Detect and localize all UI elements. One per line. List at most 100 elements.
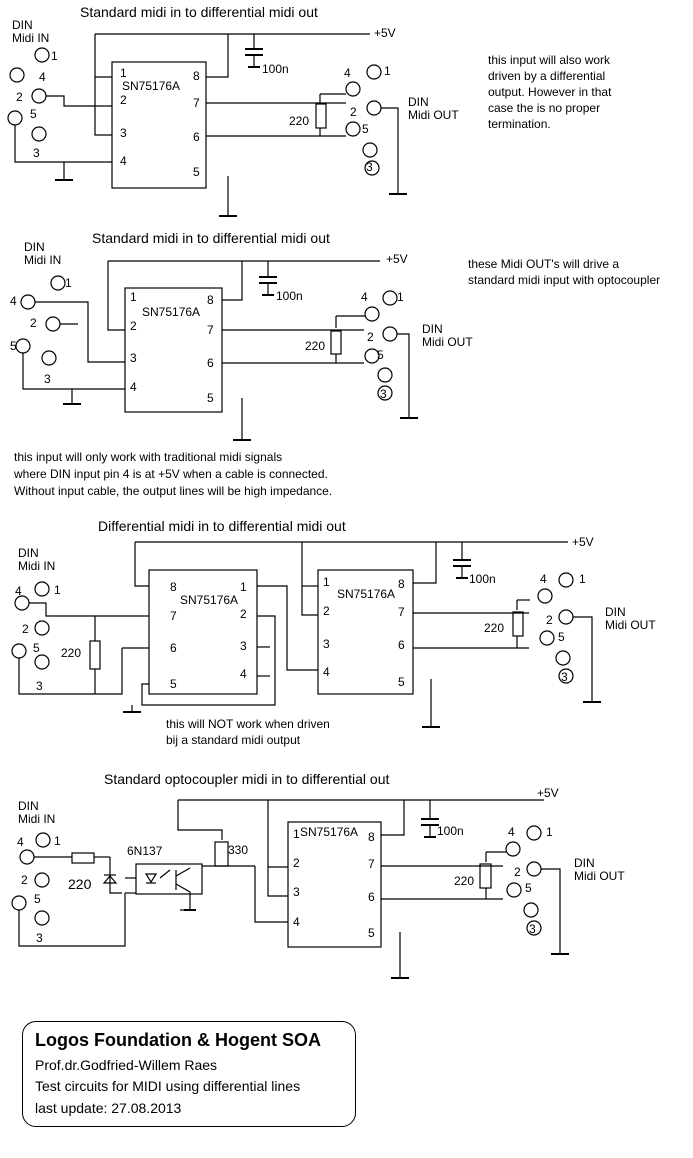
din-pin-circle (45, 316, 61, 332)
din-pin-circle (34, 872, 50, 888)
label: 5 (193, 165, 200, 179)
footer-update: last update: 27.08.2013 (35, 1100, 182, 1116)
label: 4 (293, 915, 300, 929)
label: 2 (514, 865, 521, 879)
din-label: DIN (24, 240, 45, 254)
din-pin-circle (366, 64, 382, 80)
label: 5 (10, 339, 17, 353)
label: 5 (34, 892, 41, 906)
din-pin-circle (382, 326, 398, 342)
din-pin-circle (50, 275, 66, 291)
wire (413, 542, 437, 584)
din-pin-circle (526, 861, 542, 877)
label: 3 (366, 160, 373, 174)
din-pin-circle (362, 142, 378, 158)
din-pin-circle (34, 654, 50, 670)
midi-in-label: Midi IN (24, 253, 61, 267)
diode-symbol (102, 875, 118, 884)
wire (573, 616, 593, 702)
label: 4 (17, 835, 24, 849)
label: 2 (323, 604, 330, 618)
midi-in-label: Midi IN (12, 31, 49, 45)
wire (35, 301, 125, 363)
label: 3 (44, 372, 51, 386)
chip-2 (124, 287, 223, 413)
label: 8 (398, 577, 405, 591)
wire (29, 602, 149, 617)
din-pin-circle (31, 126, 47, 142)
din-pin-circle (506, 882, 522, 898)
wire (175, 867, 191, 877)
din-pin-circle (558, 609, 574, 625)
circuit-3-title: Differential midi in to differential mid… (98, 518, 346, 534)
label: 5 (207, 391, 214, 405)
light-arrow (159, 869, 171, 879)
label: 5 (377, 348, 384, 362)
din-pin-circle (34, 620, 50, 636)
label: 3 (36, 679, 43, 693)
circuit-3-note: bij a standard midi output (166, 733, 301, 747)
label: 2 (120, 93, 127, 107)
din-pin-circle (505, 841, 521, 857)
vcc-label: +5V (572, 535, 594, 549)
din-pin-circle (11, 895, 27, 911)
label: 4 (240, 667, 247, 681)
din-pin-circle (364, 306, 380, 322)
din-label: DIN (422, 322, 443, 336)
din-pin-circle (20, 294, 36, 310)
label: 3 (529, 922, 536, 936)
circuit-1-title: Standard midi in to differential midi ou… (80, 4, 318, 20)
vcc-label: +5V (537, 786, 559, 800)
din-pin-circle (558, 668, 574, 684)
din-pin-circle (382, 290, 398, 306)
chip-label: SN75176A (122, 79, 180, 93)
label: 1 (54, 583, 61, 597)
label: 3 (240, 639, 247, 653)
din-pin-circle (34, 47, 50, 63)
label: 1 (54, 834, 61, 848)
wire (541, 868, 561, 954)
resistor (512, 611, 524, 637)
label: 2 (546, 613, 553, 627)
label: 6 (193, 130, 200, 144)
din-label: DIN (408, 95, 429, 109)
resistor (479, 863, 492, 889)
wire (397, 333, 410, 418)
wire (94, 34, 112, 136)
label: 5 (33, 641, 40, 655)
label: 1 (65, 276, 72, 290)
label: 3 (120, 126, 127, 140)
resistor-label: 220 (289, 114, 309, 128)
wire (267, 800, 288, 897)
label: 1 (120, 66, 127, 80)
label: 3 (561, 670, 568, 684)
label: 2 (130, 319, 137, 333)
label: 4 (323, 665, 330, 679)
label: 4 (508, 825, 515, 839)
din-pin-circle (11, 643, 27, 659)
resistor (71, 852, 95, 864)
circuit-1-note: driven by a differential (488, 69, 605, 83)
wire (254, 866, 288, 923)
label: 2 (16, 90, 23, 104)
label: 5 (368, 926, 375, 940)
din-pin-circle (364, 160, 380, 176)
chip-3b (317, 569, 414, 695)
chip-label: SN75176A (337, 587, 395, 601)
chip-label: SN75176A (142, 305, 200, 319)
wire (222, 261, 243, 301)
din-pin-circle (539, 630, 555, 646)
label: 4 (344, 66, 351, 80)
footer-author: Prof.dr.Godfried-Willem Raes (35, 1057, 218, 1073)
wire (134, 542, 149, 587)
footer-subject: Test circuits for MIDI using differentia… (35, 1078, 301, 1094)
label: 1 (397, 290, 404, 304)
label: 8 (193, 69, 200, 83)
circuit-4-title: Standard optocoupler midi in to differen… (104, 771, 389, 787)
label: 3 (293, 885, 300, 899)
wire (18, 893, 126, 947)
label: 5 (362, 122, 369, 136)
label: 4 (130, 380, 137, 394)
label: 5 (398, 675, 405, 689)
cap-label: 100n (276, 289, 303, 303)
